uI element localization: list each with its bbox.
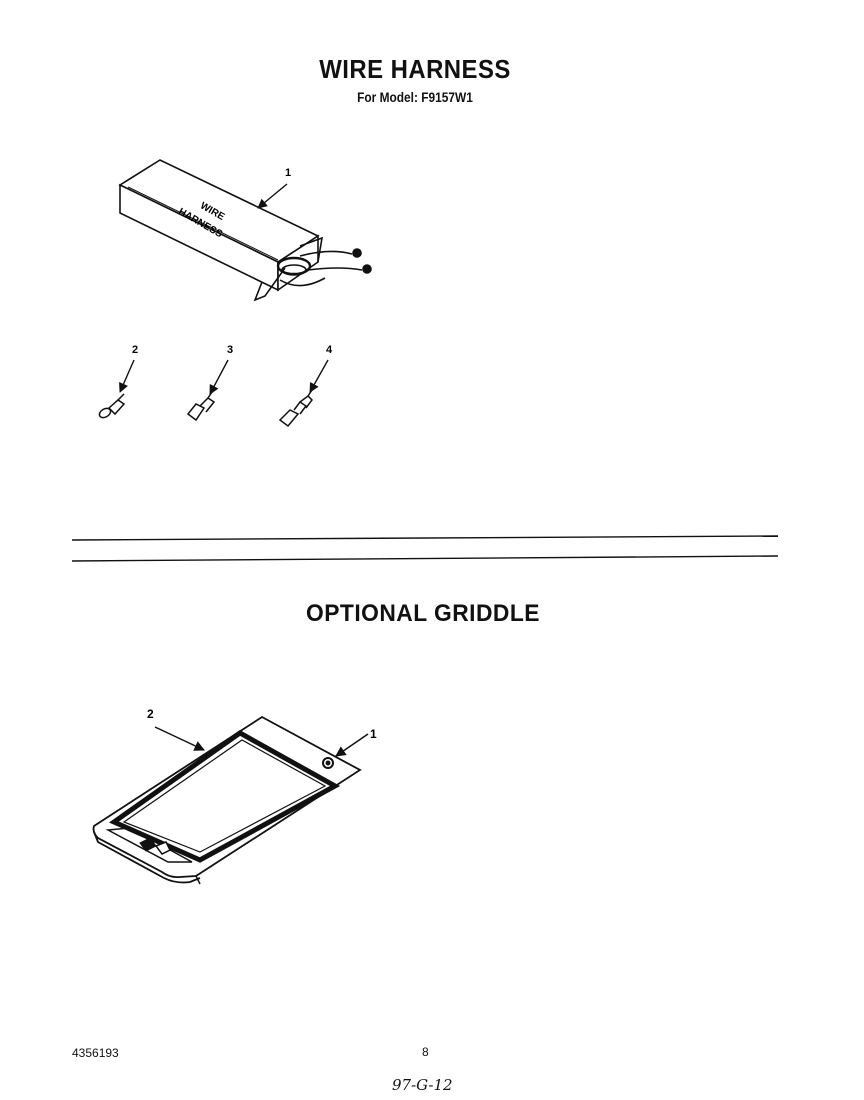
griddle-plate: [92, 715, 362, 885]
handwritten-note: 97-G-12: [392, 1076, 453, 1094]
wire-harness-box: [118, 159, 372, 302]
model-subtitle: For Model: F9157W1: [357, 89, 473, 105]
terminal-4: [278, 389, 313, 428]
document-number: 4356193: [72, 1046, 119, 1060]
page-title: WIRE HARNESS: [319, 54, 511, 84]
separator-line-bottom: [71, 555, 779, 562]
callout-griddle-1: 1: [370, 727, 377, 741]
separator-line-top: [71, 535, 779, 541]
callout-terminal-3: 3: [227, 344, 233, 356]
griddle-title: OPTIONAL GRIDDLE: [306, 600, 540, 627]
terminal-2: [98, 393, 126, 419]
callout-terminal-2: 2: [132, 344, 138, 356]
callout-harness-1: 1: [285, 167, 291, 179]
terminal-3: [186, 391, 216, 422]
page-number: 8: [422, 1045, 429, 1059]
callout-griddle-2: 2: [147, 707, 154, 721]
callout-terminal-4: 4: [326, 344, 333, 356]
